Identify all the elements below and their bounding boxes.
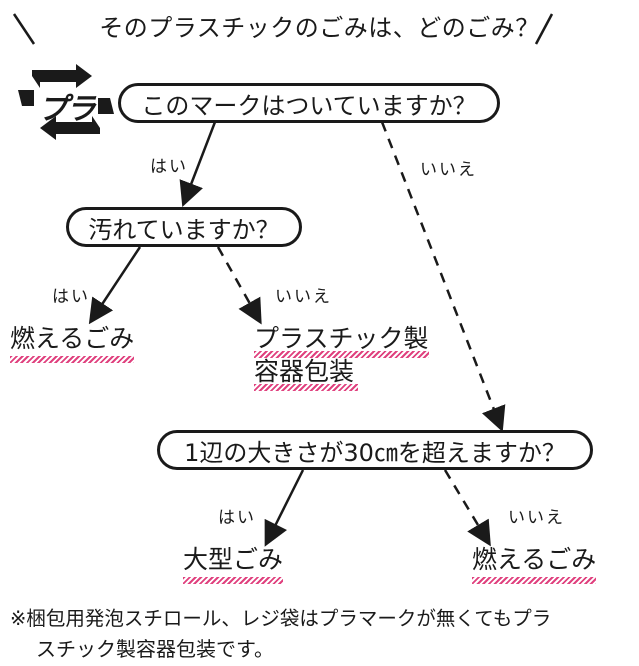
arrow-q2-yes <box>88 246 142 325</box>
recycle-arrows-icon <box>18 64 114 140</box>
footnote-line2: スチック製容器包装です。 <box>36 637 274 661</box>
answer-no-q2: いいえ <box>275 287 332 307</box>
diagram-title: そのプラスチックのごみは、どのごみ？ <box>99 14 540 42</box>
question-over-30cm: 1辺の大きさが30㎝を超えますか？ <box>157 430 593 470</box>
pura-recycle-mark: プラ <box>12 62 120 142</box>
result-large-garbage: 大型ごみ <box>183 544 284 584</box>
answer-yes-q1: はい <box>150 157 188 177</box>
footnote-line1: ※梱包用発泡スチロール、レジ袋はプラマークが無くてもプラ <box>10 607 552 630</box>
pink-underline <box>254 351 429 358</box>
result-burnable-1: 燃えるごみ <box>10 323 135 363</box>
pink-underline <box>472 577 597 584</box>
arrow-q3-yes <box>264 469 305 547</box>
result-burnable-2-label: 燃えるごみ <box>472 545 597 574</box>
pink-underline <box>10 356 135 363</box>
arrow-q1-no <box>380 121 506 432</box>
result-plastic-line1: プラスチック製 <box>254 324 429 353</box>
answer-no-q1: いいえ <box>420 160 477 180</box>
pink-underline <box>183 577 284 584</box>
pink-underline <box>254 384 358 391</box>
result-plastic-packaging: プラスチック製 容器包装 <box>254 323 429 391</box>
answer-yes-q3: はい <box>218 508 256 528</box>
question-has-mark: このマークはついていますか？ <box>118 83 500 123</box>
footnote: ※梱包用発泡スチロール、レジ袋はプラマークが無くてもプラ スチック製容器包装です… <box>10 604 632 664</box>
answer-yes-q2: はい <box>52 287 90 307</box>
result-burnable-1-label: 燃えるごみ <box>10 324 135 353</box>
answer-no-q3: いいえ <box>508 508 565 528</box>
title-slash-right <box>534 13 554 45</box>
result-plastic-line2: 容器包装 <box>254 357 355 386</box>
title-slash-left <box>12 13 36 45</box>
arrow-q1-yes <box>179 121 217 208</box>
pura-mark-text: プラ <box>38 92 96 127</box>
result-burnable-2: 燃えるごみ <box>472 544 597 584</box>
arrow-q3-no <box>443 469 491 547</box>
result-large-label: 大型ごみ <box>183 545 284 574</box>
arrow-q2-no <box>216 246 262 325</box>
question-is-dirty: 汚れていますか？ <box>66 207 302 247</box>
